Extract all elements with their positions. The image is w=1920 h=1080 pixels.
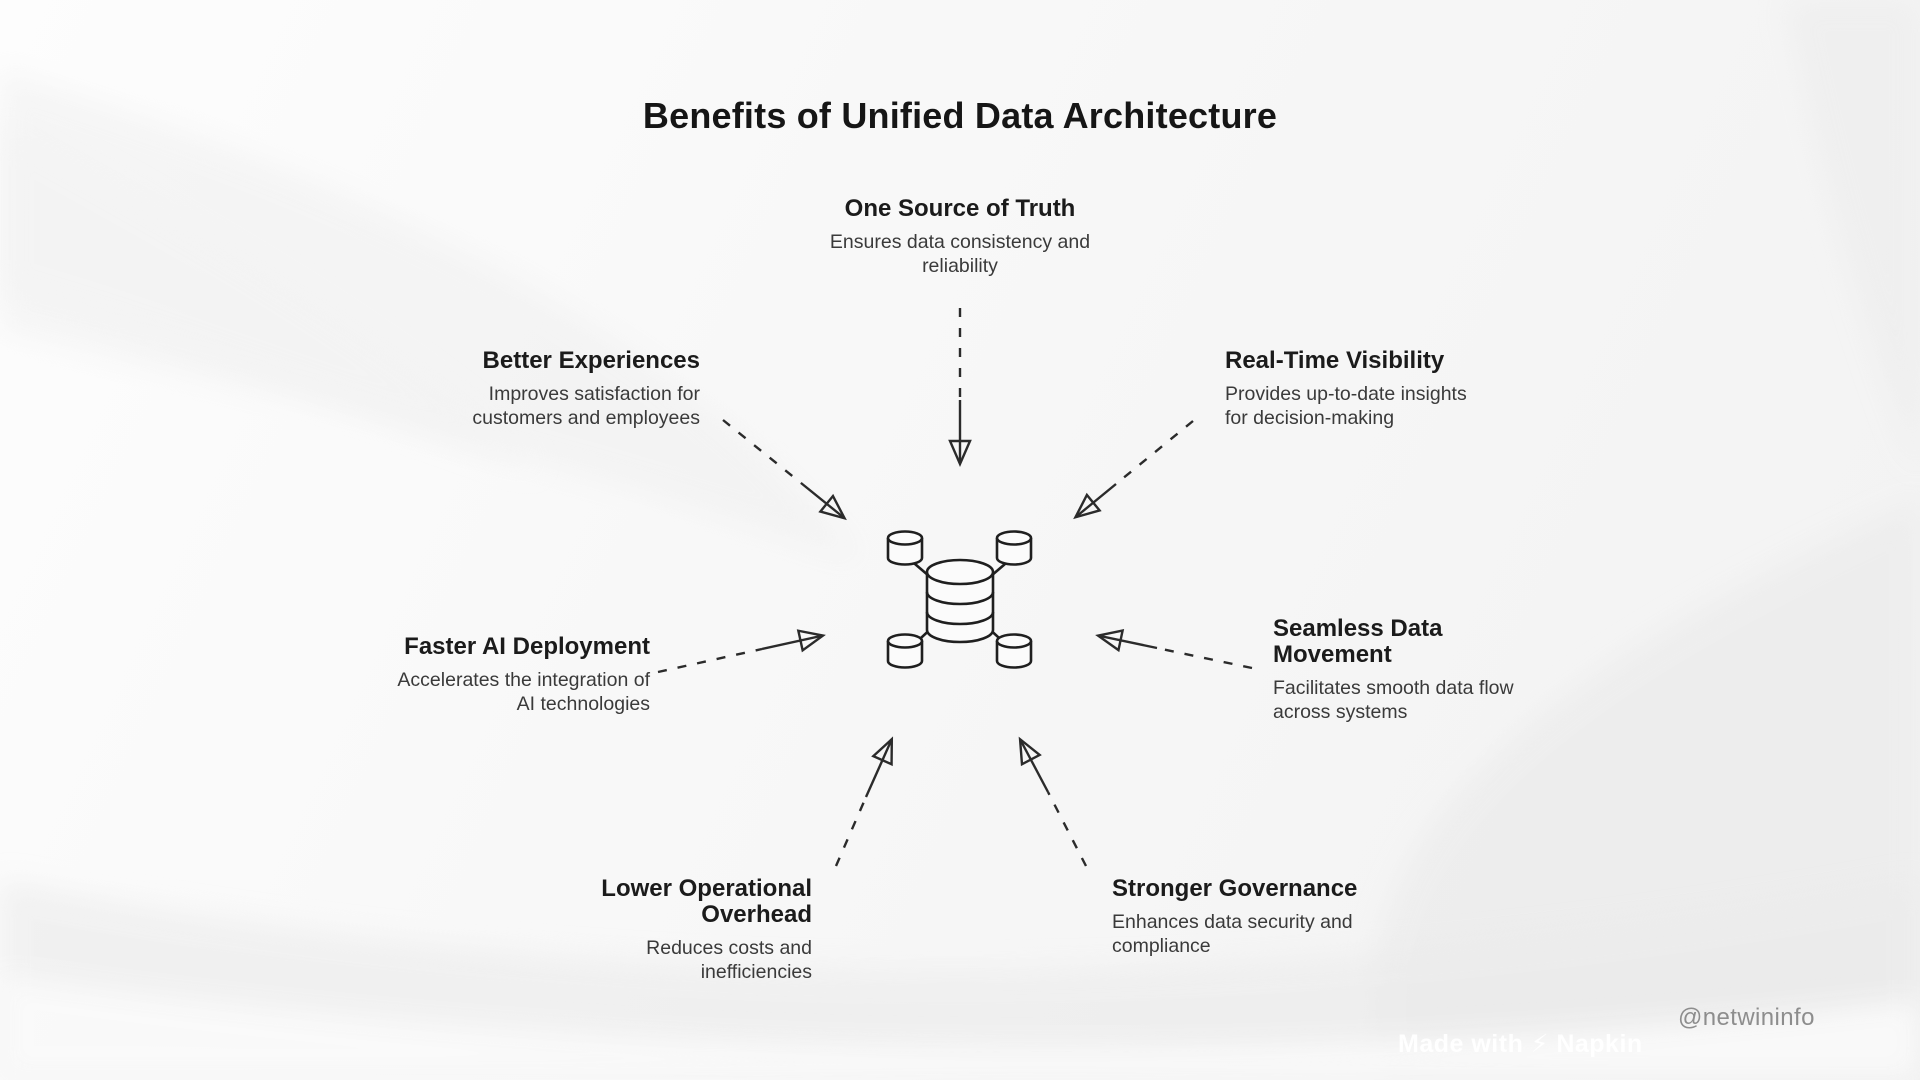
napkin-watermark: Made with ⚡ Napkin (1398, 1029, 1643, 1059)
arrow-faster-ai-to-center (657, 629, 826, 674)
node-description: Improves satisfaction for customers and … (472, 383, 700, 429)
node-one-source-of-truth: One Source of Truth Ensures data consist… (760, 196, 1160, 278)
node-description: Accelerates the integration of AI techno… (397, 669, 650, 715)
napkin-logo-icon: ⚡ (1530, 1030, 1549, 1058)
node-faster-ai-deployment: Faster AI Deployment Accelerates the int… (328, 634, 650, 716)
node-title: Better Experiences (482, 347, 700, 374)
database-cluster-icon (886, 530, 1033, 669)
node-seamless-data-movement: Seamless Data Movement Facilitates smoot… (1273, 616, 1583, 724)
node-stronger-governance: Stronger Governance Enhances data securi… (1112, 876, 1442, 958)
node-title: One Source of Truth (844, 195, 1076, 222)
arrow-lower-overhead-to-center (834, 736, 894, 867)
node-description: Reduces costs and inefficiencies (646, 937, 812, 983)
node-title: Seamless Data Movement (1273, 615, 1443, 668)
watermark-brand: Napkin (1556, 1030, 1643, 1058)
arrow-stronger-governance-to-center (1018, 736, 1088, 867)
node-lower-operational-overhead: Lower Operational Overhead Reduces costs… (490, 876, 812, 984)
arrow-better-experiences-to-center (722, 419, 847, 521)
node-description: Provides up-to-date insights for decisio… (1225, 383, 1467, 429)
arrow-seamless-data-to-center (1095, 628, 1253, 670)
node-title: Stronger Governance (1112, 875, 1358, 902)
node-real-time-visibility: Real-Time Visibility Provides up-to-date… (1225, 348, 1555, 430)
node-description: Ensures data consistency and reliability (829, 231, 1091, 277)
node-better-experiences: Better Experiences Improves satisfaction… (380, 348, 700, 430)
node-description: Enhances data security and compliance (1112, 911, 1353, 957)
node-title: Lower Operational Overhead (601, 875, 812, 928)
node-title: Faster AI Deployment (404, 633, 650, 660)
social-handle: @netwininfo (1678, 1004, 1815, 1031)
page-title: Benefits of Unified Data Architecture (642, 95, 1278, 136)
node-description: Facilitates smooth data flow across syst… (1273, 677, 1514, 723)
arrow-real-time-visibility-to-center (1073, 420, 1194, 520)
watermark-prefix: Made with (1398, 1030, 1524, 1058)
node-title: Real-Time Visibility (1225, 347, 1445, 374)
